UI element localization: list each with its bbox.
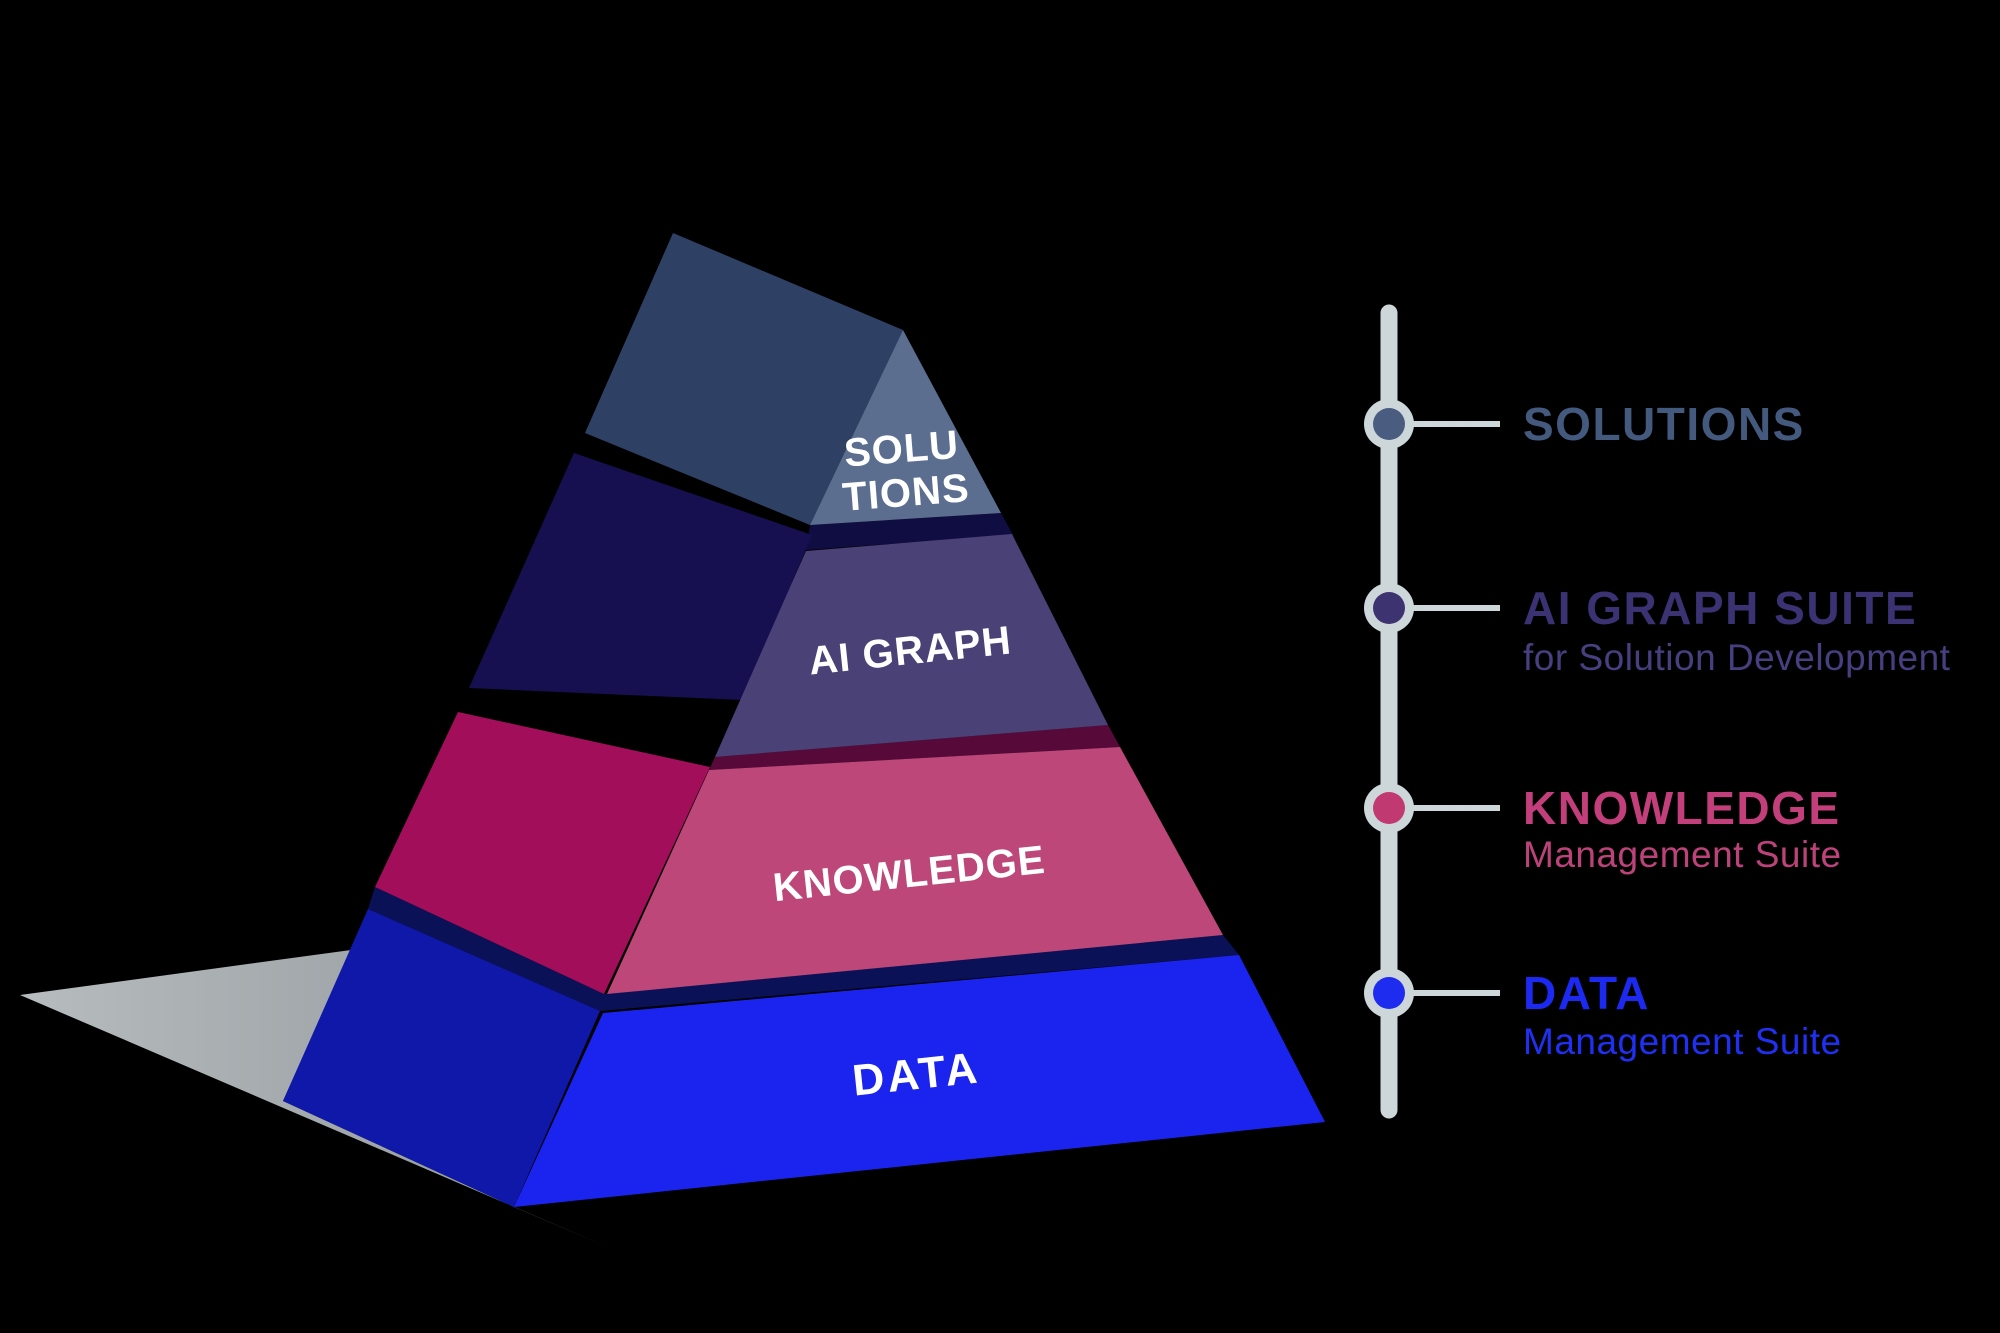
data-layer-front-face [514, 955, 1325, 1207]
solutions-layer-left-face [585, 233, 903, 525]
data-layer-top-band [368, 887, 1239, 1011]
timeline-node-dot-knowledge [1373, 792, 1405, 824]
knowledge-layer-left-face [375, 712, 710, 994]
legend-title-solutions: SOLUTIONS [1523, 398, 1805, 450]
legend-title-knowledge: KNOWLEDGE [1523, 782, 1841, 834]
legend-title-data: DATA [1523, 967, 1650, 1019]
legend-title-ai-graph-suite: AI GRAPH SUITE [1523, 582, 1917, 634]
timeline-node-dot-solutions [1373, 408, 1405, 440]
legend-subtitle-ai-graph-suite: for Solution Development [1523, 637, 1951, 678]
solutions-face-label-line2: TIONS [841, 466, 971, 520]
legend: SOLUTIONS AI GRAPH SUITE for Solution De… [1523, 398, 1951, 1062]
ai-graph-layer-front-face [715, 534, 1108, 757]
ai-graph-layer-left-face [469, 453, 812, 700]
legend-subtitle-data: Management Suite [1523, 1021, 1842, 1062]
timeline [1364, 304, 1500, 1119]
knowledge-layer-front-face [607, 747, 1223, 994]
solutions-face-label: SOLU TIONS [841, 423, 971, 520]
pyramid-ground-shadow [20, 950, 610, 1248]
legend-subtitle-knowledge: Management Suite [1523, 834, 1842, 875]
ai-graph-layer-top-band [806, 513, 1013, 550]
timeline-node-dot-data [1373, 977, 1405, 1009]
data-layer-left-face [283, 909, 600, 1207]
solutions-face-label-line1: SOLU [842, 423, 960, 476]
timeline-node-dot-ai-graph [1373, 592, 1405, 624]
knowledge-layer-top-band [709, 725, 1120, 770]
solutions-layer-front-face [810, 330, 1001, 525]
